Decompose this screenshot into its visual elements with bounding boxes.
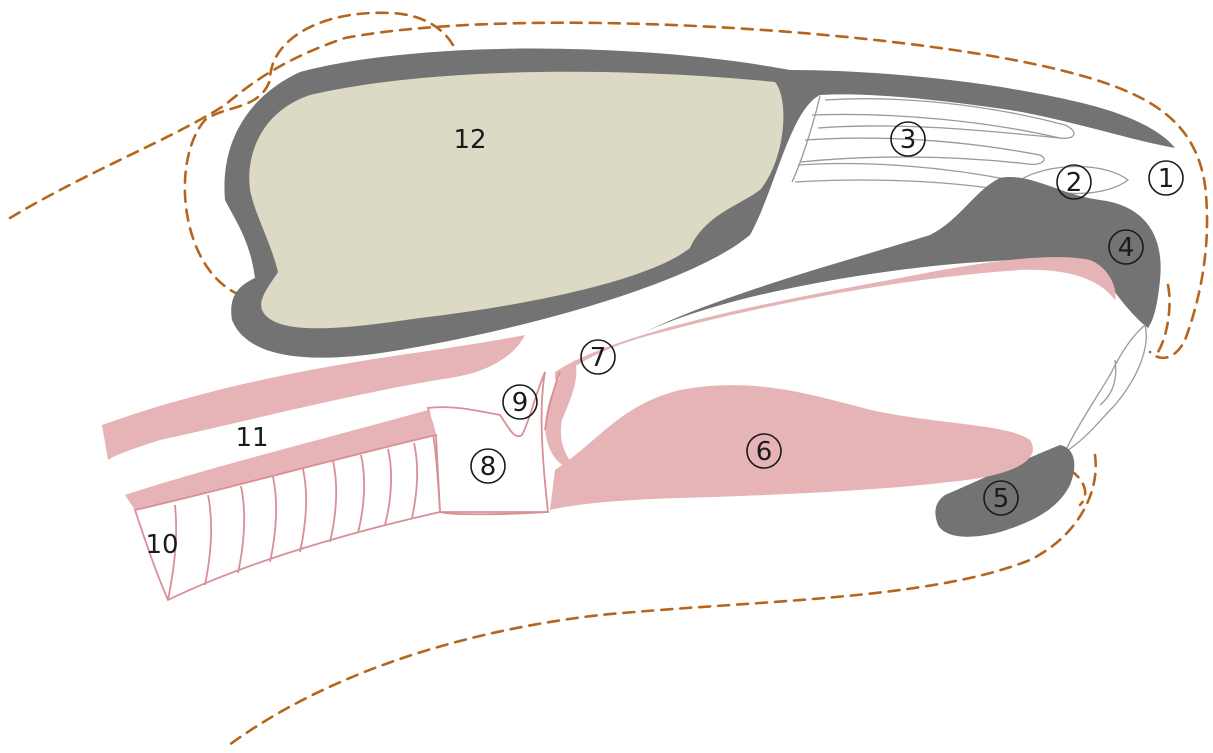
label-2: 2: [1066, 168, 1083, 198]
label-4: 4: [1118, 233, 1135, 263]
incisor-teeth: [1065, 325, 1146, 452]
incisor-line: [1100, 360, 1116, 405]
upper-lip-outline: [1158, 285, 1170, 352]
label-5: 5: [993, 484, 1010, 514]
trachea: [125, 410, 548, 600]
epiglottis: [545, 360, 580, 470]
label-9: 9: [512, 388, 529, 418]
label-7: 7: [590, 343, 607, 373]
label-1: 1: [1158, 164, 1175, 194]
label-12: 12: [453, 125, 486, 155]
label-10: 10: [145, 530, 178, 560]
cranial-cavity-brain: [249, 72, 783, 328]
label-8: 8: [480, 452, 497, 482]
label-3: 3: [900, 125, 917, 155]
label-6: 6: [756, 437, 773, 467]
larynx-outline: [428, 372, 548, 514]
label-11: 11: [235, 423, 268, 453]
